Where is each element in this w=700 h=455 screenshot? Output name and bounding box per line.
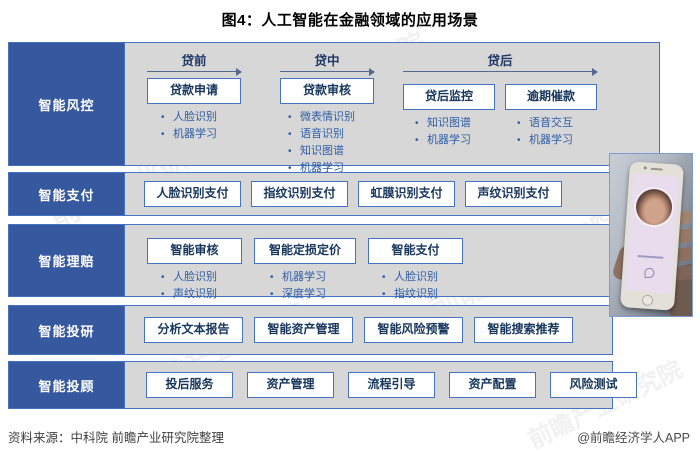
sidebar-label-smart-advisory: 智能投顾 [9,362,125,408]
sidebar-label-smart-research: 智能投研 [9,306,125,354]
phase-header: 贷中 [314,54,340,68]
claims-payment-col: 智能支付 人脸识别 指纹识别 [368,232,463,303]
bullet-item: 声纹识别 [159,286,242,303]
bullet-item: 人脸识别 [380,269,463,286]
smartphone [619,161,685,311]
phase-header: 贷后 [487,54,513,68]
row-advisory-content: 投后服务 资产管理 流程引导 资产配置 风险测试 [125,362,637,408]
row-smart-payment: 智能支付 人脸识别支付 指纹识别支付 虹膜识别支付 声纹识别支付 [8,172,613,216]
bullet-item: 微表情识别 [286,109,374,126]
sidebar-label-risk-control: 智能风控 [9,43,125,165]
bullet-item: 语音识别 [286,126,374,143]
post-loan-monitor-col: 贷后监控 知识图谱 机器学习 [403,78,495,149]
bullet-item: 深度学习 [268,286,356,303]
face-scan-circle [634,187,674,227]
bullet-item: 机器学习 [268,269,356,286]
phase-arrow-line [403,67,598,76]
process-box: 智能搜索推荐 [474,317,573,343]
process-box: 智能支付 [368,238,463,264]
process-box: 指纹识别支付 [251,181,348,207]
row-smart-research: 智能投研 分析文本报告 智能资产管理 智能风险预警 智能搜索推荐 [8,305,613,355]
phase-post-loan: 贷后 贷后监控 知识图谱 机器学习 逾期催款 语音交互 机器学习 [403,43,598,149]
phase-pre-loan: 贷前 贷款申请 人脸识别 机器学习 [147,43,242,143]
process-box: 投后服务 [146,372,233,398]
phase-header: 贷前 [181,54,207,68]
process-box: 智能定损定价 [254,238,356,264]
claims-pricing-col: 智能定损定价 机器学习 深度学习 [254,232,356,303]
claims-audit-col: 智能审核 人脸识别 声纹识别 [147,232,242,303]
overdue-collection-col: 逾期催款 语音交互 机器学习 [505,78,597,149]
bullet-item: 知识图谱 [413,115,495,132]
phase-arrow-line [280,67,375,76]
process-box: 分析文本报告 [144,317,243,343]
bullet-item: 机器学习 [515,132,597,149]
bullet-item: 机器学习 [413,132,495,149]
figure-title: 图4：人工智能在金融领域的应用场景 [221,12,479,29]
process-box: 流程引导 [348,372,435,398]
bullet-item: 机器学习 [159,126,241,143]
bullet-item: 指纹识别 [380,286,463,303]
bullet-item: 语音交互 [515,115,597,132]
process-box: 逾期催款 [505,84,597,110]
process-box: 人脸识别支付 [144,181,241,207]
sidebar-label-smart-payment: 智能支付 [9,173,125,215]
process-box: 贷款申请 [147,78,241,104]
phone-camera-dot [643,166,647,170]
process-box: 贷后监控 [403,84,495,110]
process-box: 资产配置 [449,372,536,398]
row-research-content: 分析文本报告 智能资产管理 智能风险预警 智能搜索推荐 [125,306,612,354]
phone-home-button [641,294,654,307]
process-box: 智能审核 [147,238,242,264]
process-box: 智能资产管理 [254,317,353,343]
process-box: 声纹识别支付 [465,181,562,207]
row-smart-advisory: 智能投顾 投后服务 资产管理 流程引导 资产配置 风险测试 [8,361,637,409]
sidebar-label-smart-claims: 智能理赔 [9,225,125,296]
process-box: 资产管理 [247,372,334,398]
bullet-item: 知识图谱 [286,143,374,160]
face-scan-icon [644,267,655,279]
bullet-item: 人脸识别 [159,109,241,126]
process-box: 贷款审核 [280,78,374,104]
bullet-item: 人脸识别 [159,269,242,286]
face-recognition-photo [609,153,693,317]
phase-mid-loan: 贷中 贷款审核 微表情识别 语音识别 知识图谱 机器学习 [280,43,375,177]
phase-arrow-line [147,67,242,76]
process-box: 智能风险预警 [364,317,463,343]
scan-status-text [637,254,664,259]
bullet-item: 机器学习 [286,160,374,177]
phone-speaker [650,167,663,171]
row-risk-control: 智能风控 贷前 贷款申请 人脸识别 机器学习 贷中 贷款审核 微表情识别 语音识… [8,42,660,177]
app-credit: @前瞻经济学人APP [577,431,690,445]
row-claims-content: 智能审核 人脸识别 声纹识别 智能定损定价 机器学习 深度学习 智能支付 人脸识… [125,225,612,303]
row-risk-content: 贷前 贷款申请 人脸识别 机器学习 贷中 贷款审核 微表情识别 语音识别 知识图… [125,43,659,177]
data-source-note: 资料来源：中科院 前瞻产业研究院整理 [8,431,224,445]
process-box: 虹膜识别支付 [358,181,455,207]
row-payment-content: 人脸识别支付 指纹识别支付 虹膜识别支付 声纹识别支付 [125,173,612,215]
row-smart-claims: 智能理赔 智能审核 人脸识别 声纹识别 智能定损定价 机器学习 深度学习 智能支… [8,224,613,303]
phone-screen [625,173,680,294]
process-box: 风险测试 [550,372,637,398]
